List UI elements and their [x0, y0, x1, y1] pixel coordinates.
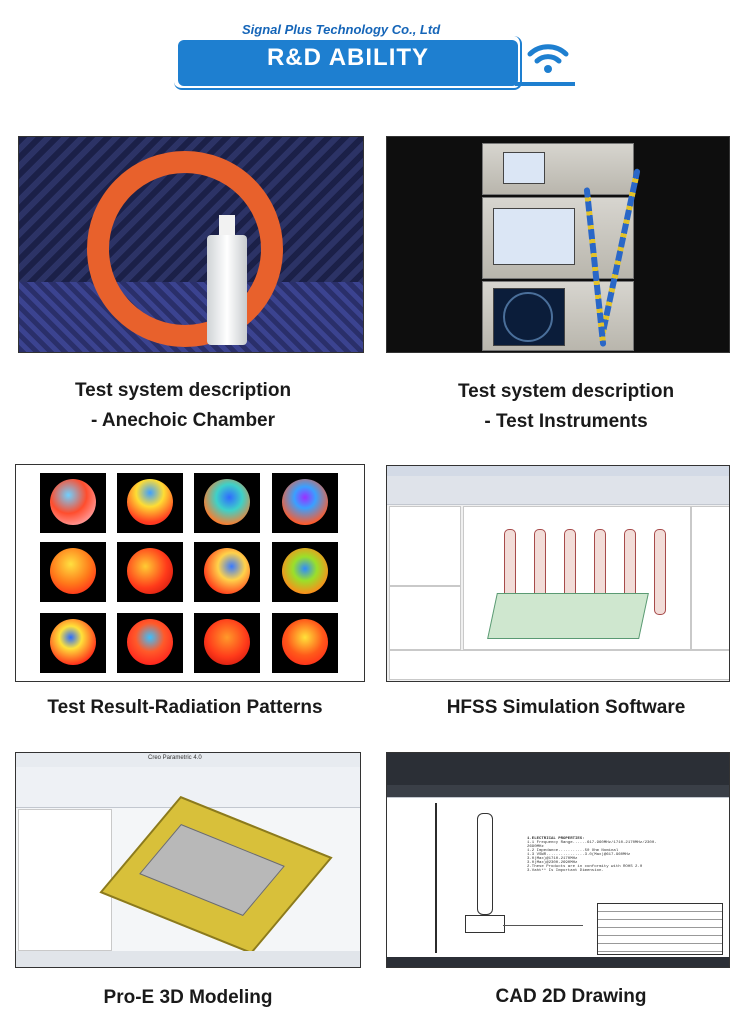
measurement-ring	[87, 151, 283, 347]
electrical-notes: 1.ELECTRICAL PROPERTIES: 1.1 Frequency R…	[527, 837, 657, 873]
creo-title-bar: Creo Parametric 4.0	[16, 753, 360, 768]
model-tree-panel	[691, 506, 729, 650]
notes-line: 3.0(Max)@1710-2170MHz	[527, 857, 578, 861]
antenna-element	[654, 529, 666, 615]
caption-anechoic: Test system description - Anechoic Chamb…	[18, 376, 348, 436]
radiation-patterns-grid	[15, 464, 365, 682]
instrument-screen	[503, 152, 545, 184]
pattern-plot	[117, 613, 183, 673]
caption-line2: - Test Instruments	[484, 411, 648, 432]
notes-line: 2.These Products are in conformity with …	[527, 865, 643, 869]
pattern-plot	[272, 473, 338, 533]
device-under-test	[207, 235, 247, 345]
pattern-plot	[194, 542, 260, 602]
antenna-drawing	[477, 813, 493, 915]
hfss-screenshot	[386, 465, 730, 682]
pattern-plot	[194, 473, 260, 533]
hfss-ribbon	[387, 476, 729, 505]
caption-hfss: HFSS Simulation Software	[446, 697, 686, 718]
company-name: Signal Plus Technology Co., Ltd	[242, 22, 441, 37]
smith-chart-analyzer	[482, 281, 634, 351]
anechoic-chamber-photo	[18, 136, 364, 353]
pattern-plot	[40, 473, 106, 533]
smith-chart	[503, 292, 553, 342]
notes-line: 1.2 Impedance...........50 Ohm Nominal	[527, 849, 619, 853]
pattern-plot	[194, 613, 260, 673]
caption-patterns: Test Result-Radiation Patterns	[47, 697, 323, 718]
model-tree	[18, 809, 112, 951]
properties-panel	[389, 586, 461, 650]
instrument-screen	[493, 208, 575, 265]
notes-line: 3.Vaht** Is Important Dimension.	[527, 869, 604, 873]
banner-title: R&D ABILITY	[266, 44, 430, 71]
caption-instruments: Test system description - Test Instrumen…	[386, 377, 746, 437]
message-panel	[389, 650, 729, 680]
antenna-base-model	[487, 593, 649, 639]
antenna-base-drawing	[465, 915, 505, 933]
cad-status-bar	[387, 957, 729, 967]
creo-title: Creo Parametric 4.0	[148, 755, 202, 761]
network-analyzer	[482, 197, 634, 279]
cad-screenshot: 1.ELECTRICAL PROPERTIES: 1.1 Frequency R…	[386, 752, 730, 968]
cad-tabs	[387, 785, 729, 798]
dut-antenna-top	[219, 215, 235, 239]
caption-proe: Pro-E 3D Modeling	[103, 987, 273, 1008]
pattern-plot	[272, 542, 338, 602]
cad-ribbon	[387, 753, 729, 786]
banner	[178, 40, 518, 86]
signal-generator	[482, 143, 634, 195]
notes-title: 1.ELECTRICAL PROPERTIES:	[527, 837, 585, 841]
wifi-icon	[527, 44, 569, 73]
caption-line1: Test system description	[74, 380, 292, 401]
banner-tail	[515, 82, 575, 86]
pattern-plot	[117, 542, 183, 602]
drawing-border	[435, 803, 437, 953]
pattern-plot	[40, 542, 106, 602]
banner-outline	[174, 36, 522, 90]
notes-line: 1.3 VSWR................3.0(Max)@617-960…	[527, 853, 631, 857]
pattern-plot	[272, 613, 338, 673]
notes-line: 3.0(Max)@2300-2690MHz	[527, 861, 578, 865]
pattern-plot	[40, 613, 106, 673]
proe-screenshot: Creo Parametric 4.0	[15, 752, 361, 968]
pattern-plot	[117, 473, 183, 533]
test-instruments-photo	[386, 136, 730, 353]
notes-line: 1.1 Frequency Range......617-960MHz/1710…	[527, 841, 657, 849]
caption-line1: Test system description	[457, 381, 675, 402]
cable-line	[503, 925, 583, 926]
caption-cad: CAD 2D Drawing	[495, 986, 647, 1007]
title-block	[597, 903, 723, 955]
caption-line2: - Anechoic Chamber	[90, 410, 276, 431]
creo-status-bar	[16, 951, 360, 967]
project-manager-panel	[389, 506, 461, 586]
